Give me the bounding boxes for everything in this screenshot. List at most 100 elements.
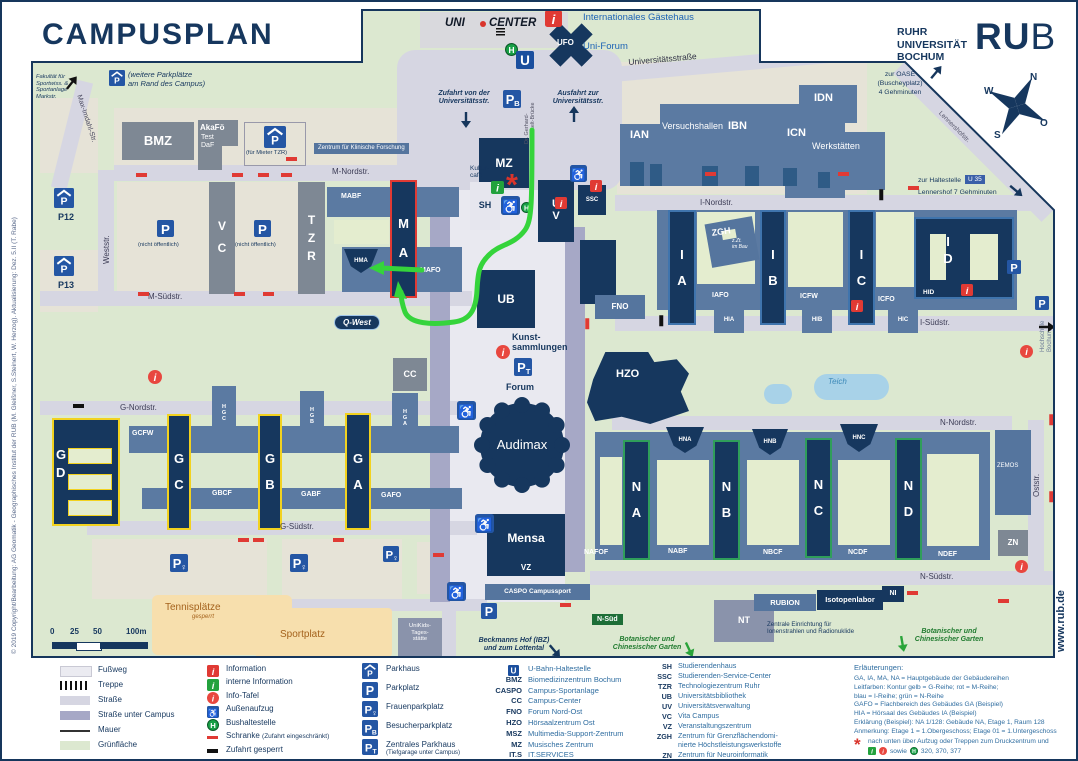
map-label: Botanischer und Chinesischer Garten — [612, 636, 682, 652]
legend-abbr: SH — [662, 662, 672, 671]
svg-text:T: T — [372, 748, 377, 755]
map-area — [838, 460, 890, 545]
building-hia: HIA — [714, 307, 744, 333]
schranke-icon — [286, 157, 297, 161]
bus-icon: H — [909, 746, 918, 757]
map-label: HZO — [616, 368, 640, 380]
svg-text:B: B — [372, 729, 377, 736]
compass-o: O — [1040, 118, 1048, 129]
building-label-zn: ZN — [1007, 537, 1019, 547]
svg-text:i: i — [212, 693, 215, 703]
map-label: (nicht öffentlich) — [138, 242, 179, 248]
map-label: zur Haltestelle — [918, 177, 962, 184]
map-area — [68, 500, 112, 516]
map-label: 100m — [126, 627, 147, 636]
map-label: U 35 — [965, 175, 985, 185]
map-label: gesperrt — [192, 614, 215, 620]
map-label: Lennershof 7 Gehminuten — [918, 189, 997, 196]
legend-swatch-path — [60, 666, 92, 677]
map-label: Versuchshallen — [662, 121, 724, 131]
map-area — [876, 212, 914, 287]
lift-icon: ♿ — [447, 582, 466, 606]
schranke-icon — [998, 599, 1009, 603]
map-label: Werkstätten — [812, 141, 860, 151]
svg-text:P: P — [367, 668, 373, 678]
legend-abbr-label: Veranstaltungszentrum — [678, 721, 752, 730]
bus-icon: H — [520, 200, 533, 218]
info-board-icon: i — [879, 746, 887, 757]
map-label: IDN — [814, 92, 833, 104]
legend-surface-label: Fußweg — [98, 665, 127, 674]
schranke-icon — [585, 318, 590, 330]
map-label: Zufahrt von der Universitätsstr. — [438, 90, 490, 106]
building-label-hic: HIC — [897, 316, 909, 323]
schranke-icon — [138, 292, 149, 296]
legend-symbol-label: Information — [226, 663, 267, 673]
parkhaus-icon: P — [109, 70, 125, 91]
map-label: G-Südstr. — [280, 522, 314, 531]
legend-abbr-label: Hörsaalzentrum Ost — [528, 718, 595, 727]
map-label: P13 — [58, 280, 75, 290]
legend-abbr: TZR — [658, 682, 672, 691]
building-hib: HIB — [802, 307, 832, 333]
svg-text:U: U — [520, 53, 530, 68]
map-label: P12 — [58, 212, 75, 222]
legend-parking-label: Zentrales Parkhaus — [386, 740, 456, 749]
building-ma: M A — [390, 180, 417, 298]
svg-text:P: P — [365, 743, 373, 755]
lift-icon: ♿ — [475, 514, 494, 538]
legend-abbr: HZO — [506, 718, 522, 727]
legend-abbr-label: Campus-Sportanlage — [528, 685, 599, 695]
map-label: Tennisplätze — [165, 602, 221, 613]
legend-note-line: Anmerkung: Etage 1 = 1.Obergeschoss; Eta… — [854, 727, 1057, 735]
svg-text:T: T — [526, 367, 531, 376]
map-label: ICFW — [800, 293, 818, 300]
legend-abbr: UV — [662, 702, 672, 711]
building-na: N A — [623, 440, 650, 560]
schranke-icon — [333, 538, 344, 542]
legend-abbr: ZN — [662, 751, 672, 760]
map-label: Test DaF — [201, 134, 215, 150]
parkhaus-icon: P — [54, 256, 74, 281]
compass-w: W — [984, 86, 994, 97]
compass-s: S — [994, 130, 1001, 141]
building-isotopenlabor: Isotopenlabor — [817, 590, 883, 610]
svg-text:♿: ♿ — [458, 404, 475, 420]
building-label-sh: SH — [478, 200, 492, 211]
map-label: (nicht öffentlich) — [235, 242, 276, 248]
star-icon: * — [506, 168, 518, 202]
svg-text:P: P — [485, 605, 493, 619]
svg-text:P: P — [364, 705, 372, 717]
svg-text:i: i — [560, 198, 563, 209]
schranke-icon — [705, 172, 716, 176]
info-red-icon: i — [961, 283, 973, 301]
building-label-cc: CC — [403, 368, 417, 379]
building-ib: I B — [760, 210, 786, 325]
dot-icon — [480, 21, 486, 27]
board-icon: i — [1015, 560, 1028, 578]
map-area — [52, 642, 76, 649]
info-red-icon: i — [545, 10, 562, 32]
map-area — [818, 172, 830, 188]
building-label-ib: I B — [768, 246, 778, 288]
map-label: MABF — [341, 193, 362, 200]
board-icon: i — [207, 691, 219, 709]
map-label: Q-West — [334, 315, 380, 331]
schranke-icon — [136, 173, 147, 177]
star-icon: * — [854, 734, 861, 754]
legend-symbol-label: Zufahrt gesperrt — [226, 744, 283, 754]
legend-abbr: SSC — [657, 672, 672, 681]
brand-line2: UNIVERSITÄT — [897, 38, 968, 51]
schranke-icon — [207, 735, 218, 739]
map-label: Weststr. — [102, 235, 111, 264]
info-red-icon: i — [851, 299, 863, 317]
legend-swatch-green — [60, 741, 90, 750]
legend-abbr: IT.S — [509, 750, 522, 760]
building-rubion: RUBION — [754, 594, 816, 611]
building-ni: NI — [882, 586, 904, 602]
legend-symbol-label: interne Information — [226, 677, 293, 686]
map-area — [764, 384, 792, 404]
schranke-icon — [433, 553, 444, 557]
